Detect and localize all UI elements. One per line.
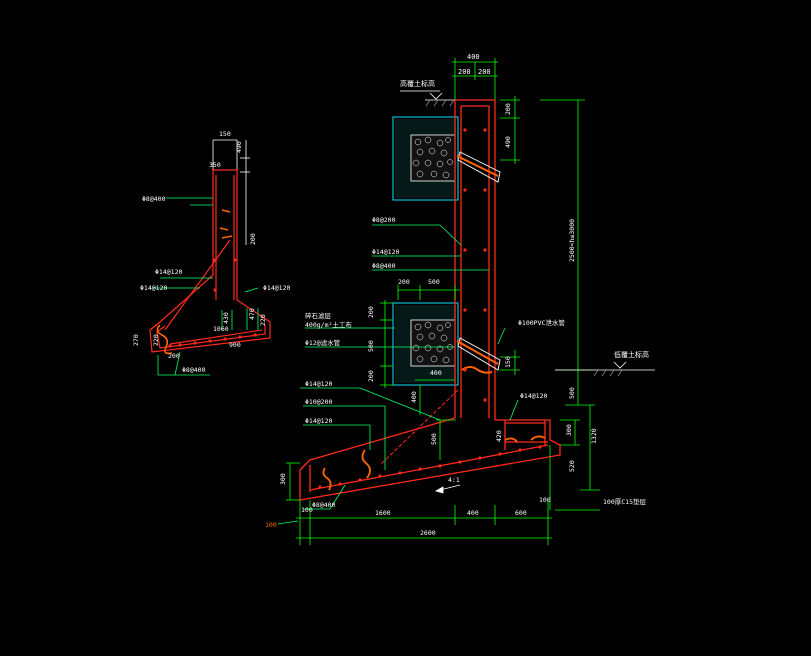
bottom-dim-400: 400: [467, 509, 479, 517]
top-dim-right: 200: [478, 68, 491, 76]
label-bar5: Φ10@200: [305, 398, 332, 406]
right-dim-300: 300: [565, 424, 573, 436]
bottom-dim-600: 600: [515, 509, 527, 517]
left-dim-220: 220: [259, 314, 267, 326]
left-wall-detail: 150 350 490 200 Φ8@400 Φ14@120 Φ14@120 Φ…: [132, 130, 290, 376]
label-bar3: Φ8@400: [372, 262, 396, 270]
left-dim-220b: 220: [152, 334, 160, 346]
top-dim-total: 400: [467, 53, 480, 61]
label-slope: 4:1: [448, 476, 460, 484]
inner-dim-200b: 200: [367, 370, 375, 382]
label-bar4: Φ14@120: [305, 380, 332, 388]
left-dim-200: 200: [249, 233, 257, 245]
inner-dim-420: 420: [495, 430, 503, 442]
bottom-dim-1600: 1600: [375, 509, 391, 517]
inner-dim-500: 500: [367, 340, 375, 352]
right-dim-150: 150: [504, 356, 512, 368]
left-dim-350: 350: [209, 161, 221, 169]
left-label-bar-top: Φ8@400: [142, 195, 166, 203]
label-bar1: Φ8@200: [372, 216, 396, 224]
inner-dim-500a: 500: [428, 278, 440, 286]
left-dim-900: 900: [229, 341, 241, 349]
left-label-bar-d: Φ8@400: [182, 366, 206, 374]
gravel-block-top: [392, 116, 459, 201]
label-bar8: Φ8@400: [312, 501, 336, 509]
inner-dim-500b: 500: [430, 433, 438, 445]
inner-dim-200a: 200: [398, 278, 410, 286]
gravel-block-mid: [392, 302, 459, 386]
low-ground-label: 低覆土标高: [614, 350, 649, 359]
inner-dim-100: 100: [301, 506, 313, 514]
label-pvc: Φ100PVC泄水管: [518, 318, 565, 327]
label-bar2: Φ14@120: [372, 248, 399, 256]
left-dim-1060: 1060: [213, 325, 229, 333]
left-dim-470: 470: [248, 308, 256, 320]
label-gravel-spec: 400g/m²土工布: [305, 320, 352, 329]
left-dim-430: 430: [222, 312, 230, 324]
left-label-bar-a: Φ14@120: [155, 268, 182, 276]
left-dim-top: 150: [219, 130, 231, 138]
right-dim-490: 490: [504, 136, 512, 148]
high-ground-label: 高覆土标高: [400, 79, 435, 88]
main-wall-detail: 400 200 200 高覆土标高: [265, 53, 655, 545]
right-dim-520: 520: [568, 460, 576, 472]
inner-dim-200: 200: [367, 306, 375, 318]
left-dim-490: 490: [235, 141, 243, 153]
left-dim-200b: 200: [168, 352, 180, 360]
right-dim-500: 500: [568, 387, 576, 399]
label-sheet-100: 100: [265, 521, 277, 529]
label-bar7: Φ14@120: [520, 392, 547, 400]
label-pipe-note: Φ12@滤水管: [305, 338, 341, 347]
right-dim-200: 200: [504, 103, 512, 115]
right-dim-1320: 1320: [590, 428, 598, 444]
label-cushion: 100厚C15垫层: [603, 497, 646, 506]
inner-dim-400: 400: [430, 369, 442, 377]
inner-dim-400b: 400: [410, 391, 418, 403]
right-dim-100: 100: [539, 496, 551, 504]
left-label-bar-c: Φ14@120: [263, 284, 290, 292]
inner-dim-300: 300: [279, 473, 287, 485]
label-gravel: 碎石滤层: [305, 311, 332, 320]
bottom-dim-total: 2600: [420, 529, 436, 537]
left-label-bar-b: Φ14@120: [140, 284, 167, 292]
left-dim-270: 270: [132, 334, 140, 346]
label-bar6: Φ14@120: [305, 417, 332, 425]
top-dim-left: 200: [458, 68, 471, 76]
wall-height-range: 2500<h≤3000: [568, 219, 576, 262]
